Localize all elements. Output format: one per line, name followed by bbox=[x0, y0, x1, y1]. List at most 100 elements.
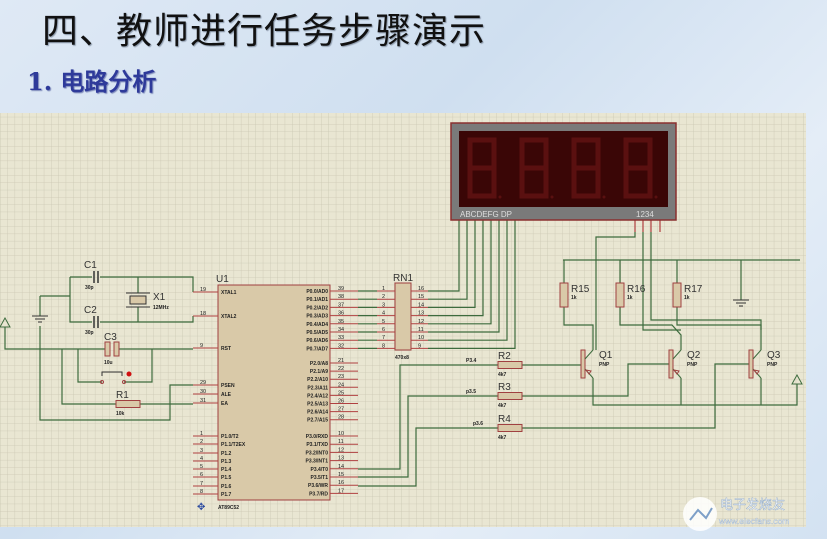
pin-number: 34 bbox=[338, 327, 344, 333]
pin-name: P3.3/INT1 bbox=[305, 459, 328, 465]
pin-name: P1.1/T2EX bbox=[221, 442, 246, 448]
reset-button[interactable] bbox=[100, 371, 132, 384]
ref-label: C1 bbox=[84, 260, 97, 271]
pin-number: 4 bbox=[200, 456, 203, 462]
pin-number: 16 bbox=[338, 480, 344, 486]
watermark-name: 电子发烧友 bbox=[720, 497, 785, 512]
pin-name: P1.2 bbox=[221, 451, 232, 457]
ground-icon bbox=[32, 315, 48, 323]
pin-number: 22 bbox=[338, 366, 344, 372]
pin-name: P0.5/AD5 bbox=[306, 330, 328, 336]
pin-number: 30 bbox=[200, 389, 206, 395]
wires bbox=[4, 220, 800, 487]
pin-name: P0.7/AD7 bbox=[306, 346, 328, 352]
resnet-ref: RN1 bbox=[393, 273, 413, 284]
pin-name: P1.6 bbox=[221, 484, 232, 490]
pin-number: 7 bbox=[382, 335, 385, 341]
ref-label: C2 bbox=[84, 305, 97, 316]
digit-pin-label: 1234 bbox=[636, 210, 654, 219]
pin-name: P0.1/AD1 bbox=[306, 297, 328, 303]
pin-number: 5 bbox=[200, 464, 203, 470]
pin-name: EA bbox=[221, 401, 228, 407]
value-label: 4k7 bbox=[498, 372, 507, 378]
wire bbox=[358, 364, 498, 470]
ref-label: Q2 bbox=[687, 350, 701, 361]
wire bbox=[100, 276, 194, 292]
pin-number: 8 bbox=[200, 489, 203, 495]
slide-subtitle: 1. 电路分析 bbox=[27, 67, 157, 96]
pin-number: 14 bbox=[338, 464, 344, 470]
pin-name: P0.2/AD2 bbox=[306, 305, 328, 311]
wire bbox=[428, 220, 492, 325]
ref-label: R17 bbox=[684, 284, 703, 295]
ref-label: Q1 bbox=[599, 350, 613, 361]
seven-segment-display[interactable]: ABCDEFG DP 1234 bbox=[450, 122, 677, 221]
pin-number: 39 bbox=[338, 286, 344, 292]
pin-number: 19 bbox=[200, 287, 206, 293]
value-label: 1k bbox=[571, 295, 577, 301]
pin-number: 37 bbox=[338, 302, 344, 308]
pin-number: 17 bbox=[338, 488, 344, 494]
pin-name: P0.3/AD3 bbox=[306, 314, 328, 320]
pin-name: P3.5/T1 bbox=[310, 475, 328, 481]
wire bbox=[428, 220, 476, 308]
pin-number: 6 bbox=[200, 472, 203, 478]
value-label: 1k bbox=[627, 295, 633, 301]
pin-number: 31 bbox=[200, 398, 206, 404]
pin-name: P2.7/A15 bbox=[307, 418, 328, 424]
ref-label: R15 bbox=[571, 284, 590, 295]
pin-name: RST bbox=[221, 346, 231, 352]
ref-label: R1 bbox=[116, 390, 129, 401]
pin-number: 7 bbox=[200, 481, 203, 487]
pin-number: 35 bbox=[338, 319, 344, 325]
pin-name: P3.7/RD bbox=[309, 491, 328, 497]
resnet-value: 470x8 bbox=[395, 355, 409, 361]
pin-name: P3.2/INT0 bbox=[305, 450, 328, 456]
ref-label: C3 bbox=[104, 332, 117, 343]
pin-name: P3.0/RXD bbox=[306, 434, 329, 440]
wire bbox=[69, 277, 92, 323]
digit bbox=[467, 137, 502, 199]
pin-name: P3.1/TXD bbox=[306, 442, 328, 448]
wire bbox=[428, 220, 468, 300]
mcu-ref: U1 bbox=[216, 274, 229, 285]
pin-number: 2 bbox=[382, 294, 385, 300]
pin-number: 5 bbox=[382, 319, 385, 325]
wire bbox=[124, 349, 153, 383]
pin-number: 24 bbox=[338, 382, 344, 388]
capacitor-c3[interactable]: C3 10u bbox=[104, 332, 120, 366]
pin-number: 11 bbox=[338, 439, 344, 445]
mcu-part: AT89C52 bbox=[218, 505, 239, 511]
net-label: P3.4 bbox=[466, 358, 477, 364]
pin-name: ALE bbox=[221, 392, 232, 398]
pin-number: 14 bbox=[418, 302, 424, 308]
pin-name: P0.0/AD0 bbox=[306, 289, 328, 295]
ref-label: R4 bbox=[498, 414, 511, 425]
wire bbox=[595, 232, 636, 350]
pin-name: P1.5 bbox=[221, 475, 232, 481]
pin-number: 23 bbox=[338, 374, 344, 380]
pin-name: P0.4/AD4 bbox=[306, 322, 328, 328]
pin-number: 4 bbox=[382, 311, 385, 317]
wire bbox=[522, 363, 669, 397]
pin-name: P1.7 bbox=[221, 492, 232, 498]
pin-number: 1 bbox=[382, 286, 385, 292]
value-label: 10u bbox=[104, 360, 113, 366]
pin-number: 9 bbox=[418, 343, 421, 349]
pin-name: P2.4/A12 bbox=[307, 393, 328, 399]
